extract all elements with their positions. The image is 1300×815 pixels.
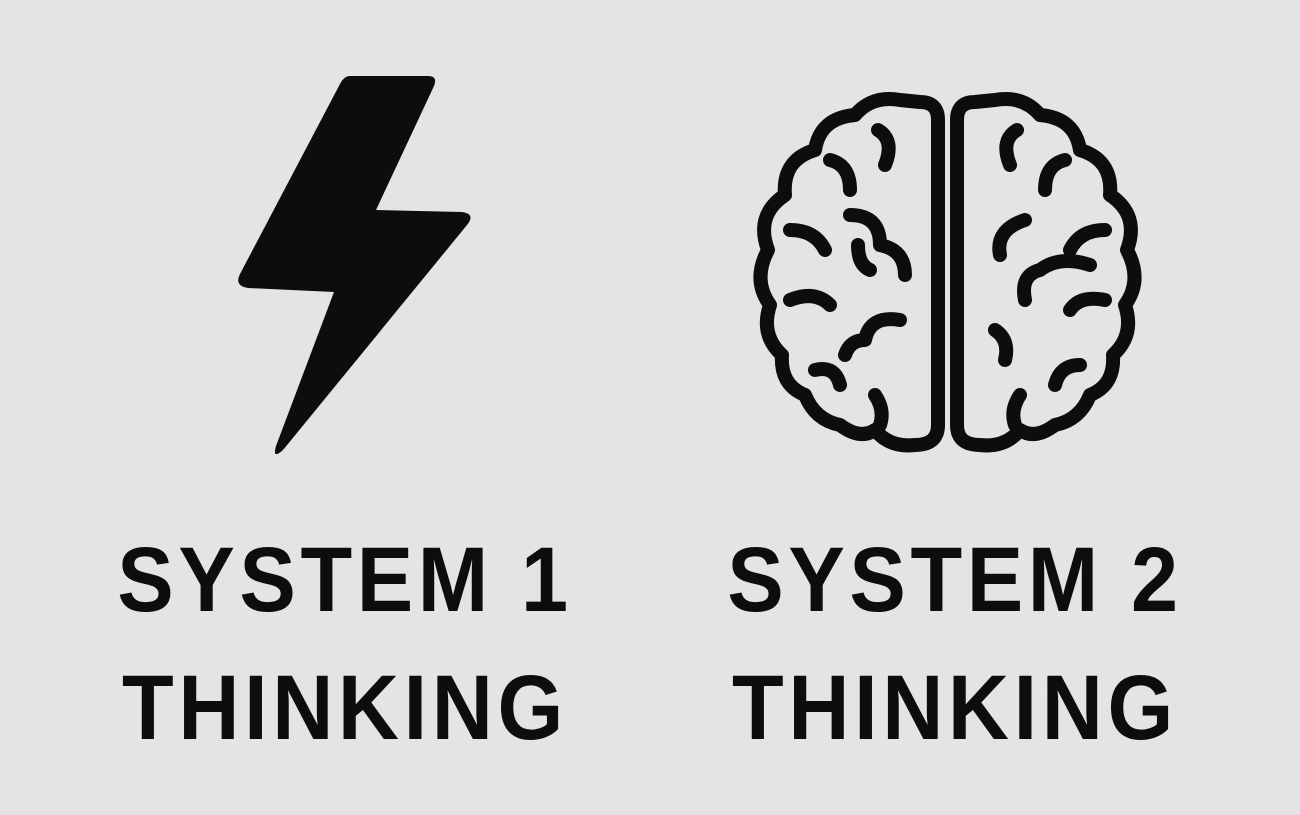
system-2-title: SYSTEM 2 xyxy=(727,529,1183,631)
brain-icon xyxy=(753,92,1142,453)
system-1-subtitle: THINKING xyxy=(122,657,568,759)
system-1-title: SYSTEM 1 xyxy=(117,529,573,631)
system-1-label: SYSTEM 1 THINKING xyxy=(110,516,579,772)
system-2-label: SYSTEM 2 THINKING xyxy=(711,516,1199,772)
system-2-subtitle: THINKING xyxy=(732,657,1178,759)
lightning-bolt-icon xyxy=(238,76,471,455)
